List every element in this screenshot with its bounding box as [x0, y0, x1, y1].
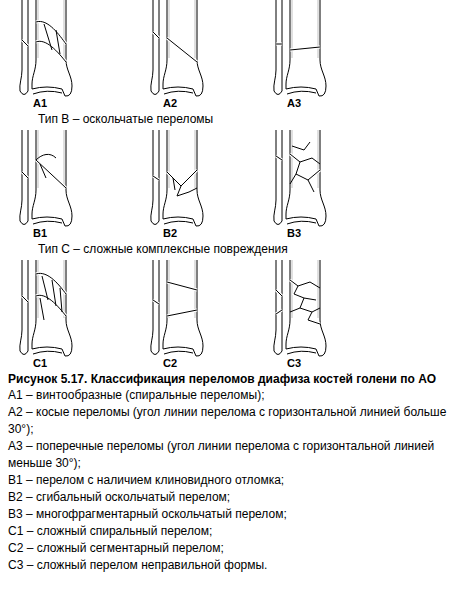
bone-c3: [274, 260, 326, 356]
legend-item-text: С2 – сложный сегментарный перелом;: [8, 540, 470, 557]
figure-label: A3: [287, 97, 301, 110]
group-heading: Тип С – сложные комплексные повреждения: [38, 242, 288, 256]
figure-label: C2: [163, 357, 177, 370]
caption-block: Рисунок 5.17. Классификация переломов ди…: [8, 371, 470, 574]
legend-item-text: А2 – косые переломы (угол линии перелома…: [8, 404, 470, 438]
bone-a1: [20, 0, 72, 96]
figure-label: A1: [33, 97, 47, 110]
figure-label: B1: [33, 227, 47, 240]
figure-label: B2: [163, 227, 177, 240]
legend-item-text: С1 – сложный спиральный перелом;: [8, 523, 470, 540]
figure-label: C1: [33, 357, 47, 370]
legend-item-text: В3 – многофрагментарный оскольчатый пере…: [8, 506, 470, 523]
bone-b1: [20, 130, 72, 226]
bone-b3: [274, 130, 326, 226]
legend-item-text: В2 – сгибальный оскольчатый перелом;: [8, 489, 470, 506]
figure-caption: Рисунок 5.17. Классификация переломов ди…: [8, 371, 470, 387]
figure-label: C3: [287, 357, 301, 370]
legend-item-text: А3 – поперечные переломы (угол линии пер…: [8, 438, 470, 472]
legend-item-text: А1 – винтообразные (спиральные переломы)…: [8, 387, 470, 404]
bone-a3: [274, 0, 326, 96]
bone-b2: [151, 130, 203, 226]
bone-c1: [20, 260, 72, 356]
legend-item-text: В1 – перелом с наличием клиновидного отл…: [8, 472, 470, 489]
bone-c2: [151, 260, 203, 356]
legend-item-text: С3 – сложный перелом неправильной формы.: [8, 557, 470, 574]
bone-a2: [151, 0, 203, 96]
figure-label: A2: [163, 97, 177, 110]
group-heading: Тип В – оскольчатые переломы: [38, 112, 213, 126]
figure-label: B3: [287, 227, 301, 240]
fracture-illustrations: [0, 0, 475, 370]
